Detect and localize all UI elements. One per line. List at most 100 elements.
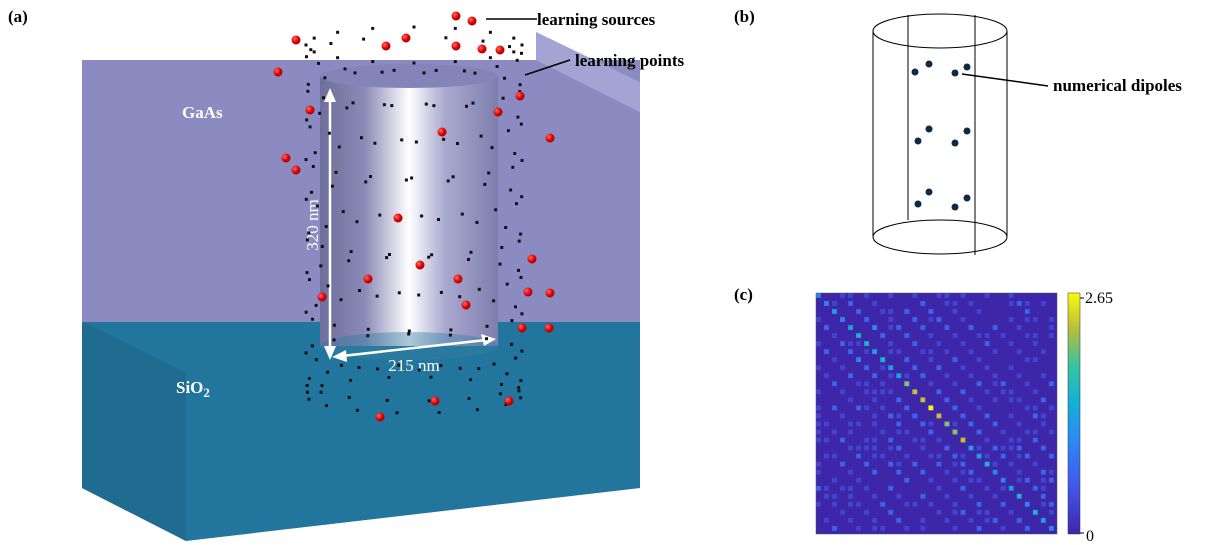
heatmap-cell [824,501,829,507]
heatmap-cell [888,293,894,298]
heatmap-cell [912,461,918,467]
heatmap-cell [864,333,870,338]
learning-point [373,141,377,145]
heatmap-cell [1048,509,1054,515]
learning-source [273,67,283,77]
heatmap-cell [968,349,974,355]
heatmap-cell [952,341,958,347]
heatmap-cell [872,325,878,330]
heatmap-cell [880,293,886,298]
heatmap-cell [976,445,982,451]
width-dimension [332,334,496,362]
heatmap-cell [872,525,878,531]
heatmap-cell [848,517,853,523]
sio2-substrate [82,321,640,541]
heatmap-cell [1008,445,1014,451]
heatmap-cell [992,349,998,355]
heatmap-cell [992,405,998,411]
dipole [963,127,971,135]
learning-point [498,392,502,396]
dipole [963,194,971,202]
heatmap-cell [872,413,878,419]
heatmap-cell [848,501,853,507]
heatmap-cell [1016,437,1022,443]
learning-point [315,204,319,208]
heatmap-cell [968,501,974,507]
learning-source [545,133,555,143]
heatmap-cell [864,381,870,387]
heatmap-cell [952,493,958,499]
heatmap-cell [1040,373,1046,379]
heatmap-cell [928,333,934,338]
heatmap-cell [952,437,958,443]
learning-point [397,363,401,367]
heatmap-cell [968,469,974,475]
learning-point [458,366,462,370]
heatmap-cell [968,437,974,443]
learning-source [504,396,514,406]
heatmap-cell [936,373,942,379]
heatmap-cell [856,501,861,507]
learning-point [513,152,517,155]
learning-point [319,390,323,394]
learning-point [453,26,457,30]
learning-point [520,51,523,55]
learning-point [417,293,421,297]
heatmap-cell [992,493,998,499]
heatmap-cell [848,325,853,330]
heatmap-cell [968,509,974,515]
heatmap-cell [848,341,853,347]
dipole [951,203,959,211]
heatmap-cell [888,461,894,467]
heatmap-cell [1000,517,1006,523]
heatmap-cell [888,509,894,515]
heatmap-cell [928,357,934,363]
heatmap-cell [832,389,837,395]
heatmap-cell [1000,317,1006,322]
dipole [951,139,959,147]
heatmap-cell [1024,501,1030,507]
learning-point [311,317,314,321]
learning-point [319,264,323,268]
heatmap-cell [1016,421,1022,427]
learning-point [325,404,328,408]
learning-source [437,127,447,137]
heatmap-cell [840,333,845,338]
learning-point [312,50,316,54]
heatmap-cell [864,461,870,467]
heatmap-cell [880,461,886,467]
heatmap-cell [832,477,837,483]
heatmap-cell [896,413,902,419]
learning-point [449,328,453,332]
heatmap-cell [936,341,942,347]
learning-point [429,375,433,379]
heatmap-cell [984,389,990,395]
learning-source [281,153,291,163]
learning-source [401,33,411,43]
learning-point [371,60,375,64]
heatmap-cell [1016,453,1022,459]
learning-point [451,175,455,179]
heatmap-cell [1024,525,1030,531]
heatmap-cell [968,429,974,435]
heatmap-cell [928,477,934,483]
heatmap-cell [1024,333,1030,338]
heatmap-cell [928,469,934,475]
learning-source [291,165,301,175]
heatmap-cell [936,461,942,467]
learning-point [420,214,424,218]
heatmap-cell [880,405,886,411]
heatmap-cell [984,405,990,411]
heatmap-cell [976,357,982,363]
heatmap-cell [856,453,861,459]
heatmap-cell [968,493,974,499]
points-leader-line [524,59,571,76]
heatmap-cell [1016,413,1022,419]
heatmap-cell [824,381,829,387]
heatmap-cell [984,453,990,459]
heatmap-cell [912,525,918,531]
learning-point [517,239,521,243]
heatmap-cell [968,301,974,306]
heatmap-cell [920,357,926,363]
heatmap-cell [1032,405,1038,411]
